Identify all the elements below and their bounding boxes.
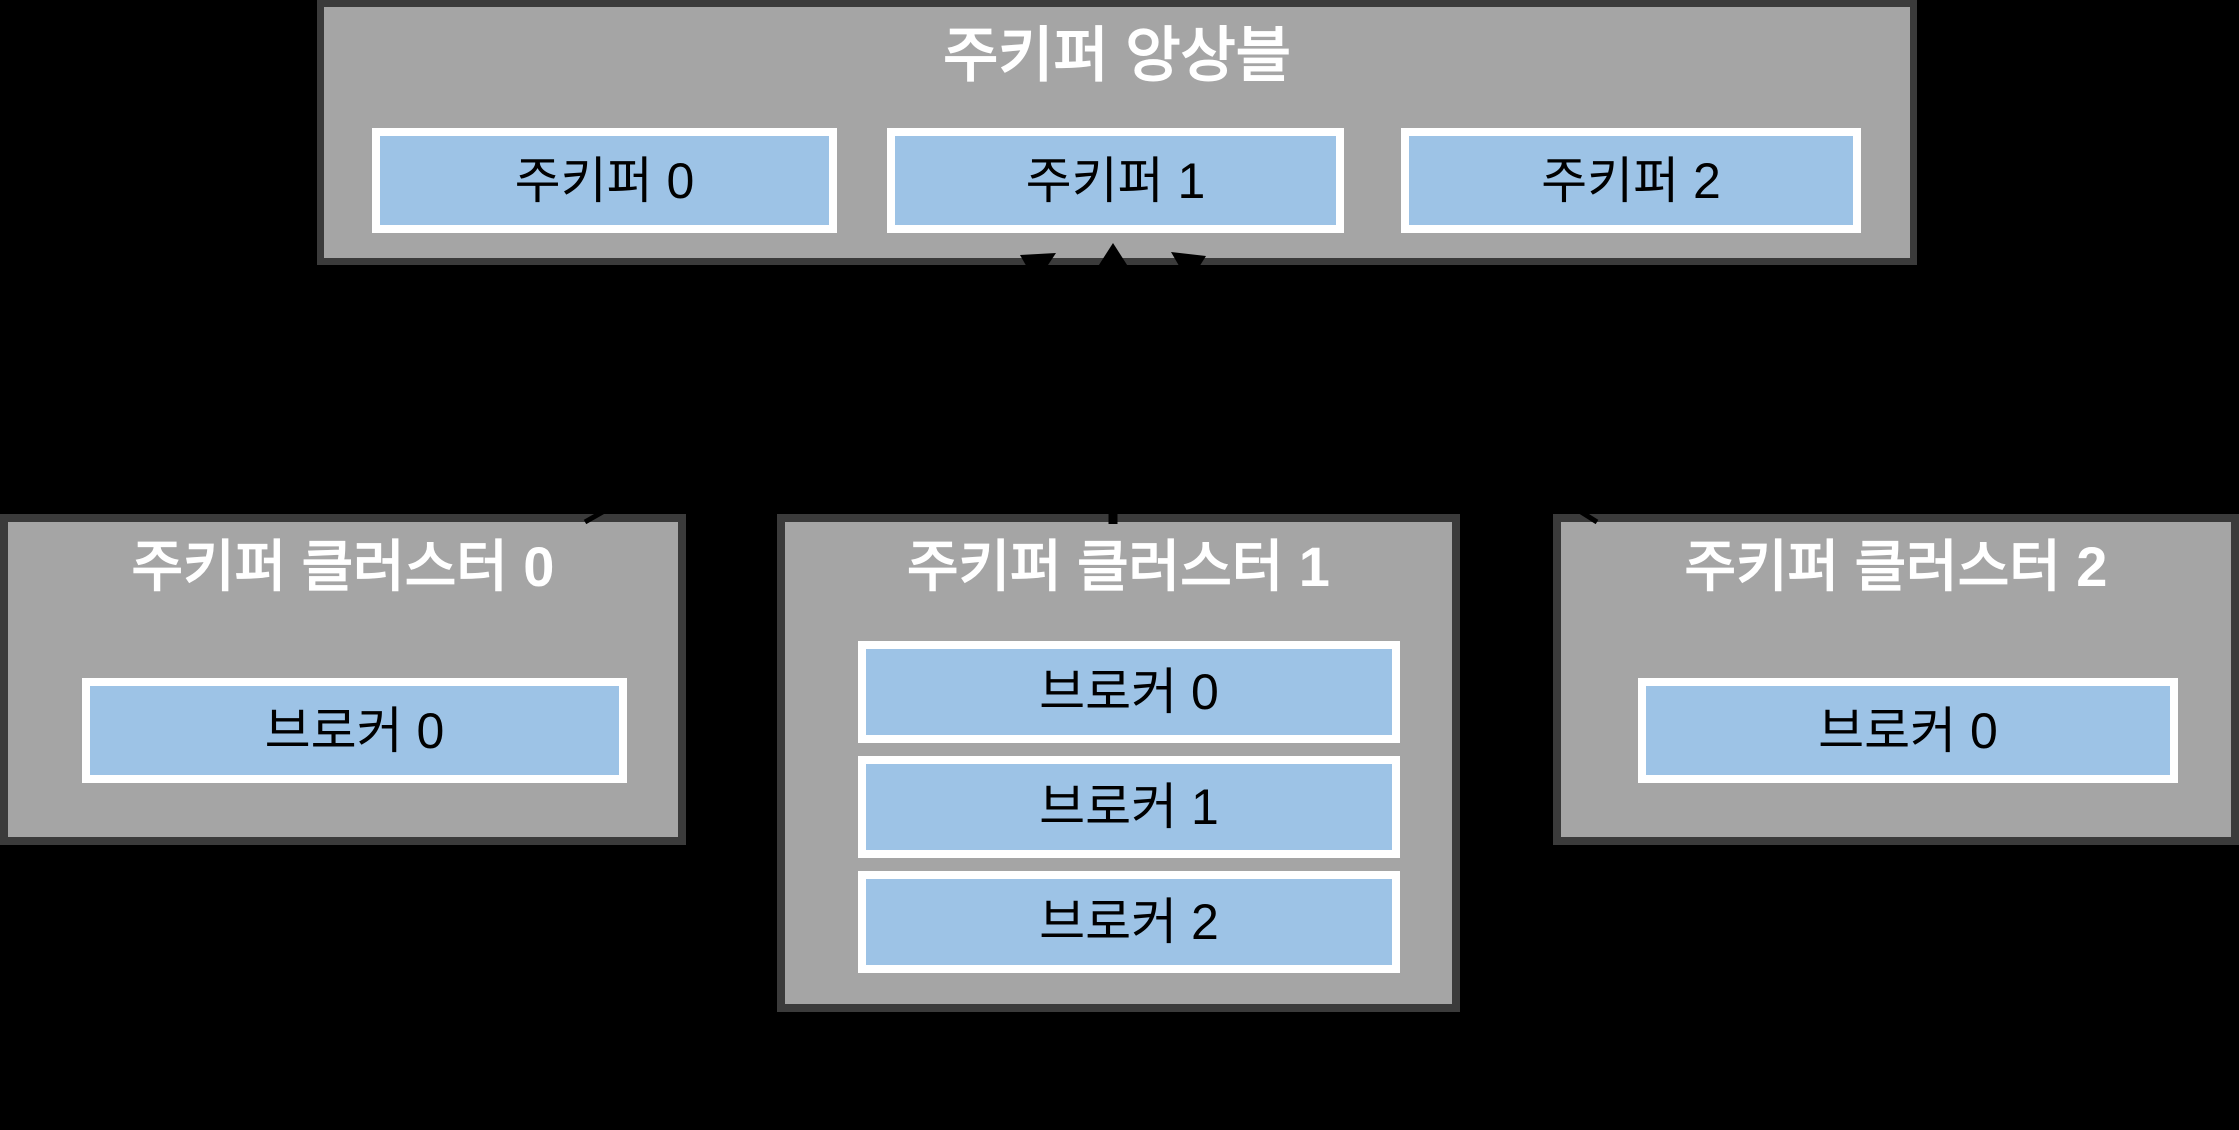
cluster-box-1: 주키퍼 클러스터 1 브로커 0 브로커 1 브로커 2: [777, 514, 1460, 1012]
broker-node-1-1: 브로커 1: [858, 756, 1400, 858]
arrow-cluster1-to-ensemble: [1097, 243, 1129, 524]
cluster-box-2: 주키퍼 클러스터 2 브로커 0: [1553, 514, 2239, 845]
cluster-box-0: 주키퍼 클러스터 0 브로커 0: [0, 514, 686, 845]
broker-node-1-2: 브로커 2: [858, 871, 1400, 973]
zookeeper-node-1: 주키퍼 1: [887, 128, 1344, 233]
ensemble-box: 주키퍼 앙상블 주키퍼 0 주키퍼 1 주키퍼 2: [317, 0, 1917, 265]
broker-node-2-0: 브로커 0: [1638, 678, 2178, 783]
arrow-cluster0-to-ensemble: [583, 253, 1056, 525]
broker-node-0-0: 브로커 0: [82, 678, 627, 783]
cluster-title-1: 주키퍼 클러스터 1: [907, 535, 1330, 598]
cluster-title-2: 주키퍼 클러스터 2: [1684, 535, 2108, 598]
zookeeper-node-2: 주키퍼 2: [1401, 128, 1861, 233]
ensemble-title: 주키퍼 앙상블: [943, 22, 1291, 89]
cluster-title-0: 주키퍼 클러스터 0: [131, 535, 555, 598]
broker-node-1-0: 브로커 0: [858, 641, 1400, 743]
zookeeper-node-0: 주키퍼 0: [372, 128, 837, 233]
arrow-cluster2-to-ensemble: [1171, 252, 1599, 525]
